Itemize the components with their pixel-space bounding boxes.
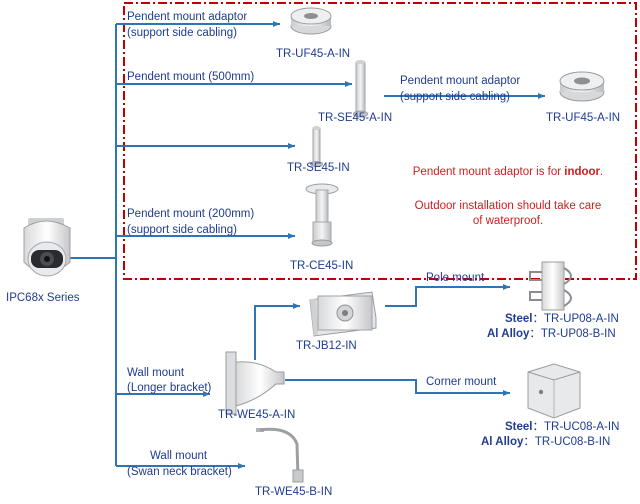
pendent-adaptor-right-icon [559,71,605,102]
pole-steel-row: Steel：TR-UP08-A-IN [505,313,619,326]
line-to-corner [285,379,510,396]
pendent-mount-500-icon [353,60,368,118]
corner-alloy-model: ：TR-UC08-B-IN [523,436,611,448]
connector-lines [70,21,545,469]
trunk-line [70,24,117,466]
indoor-note-end: . [600,166,604,178]
indoor-note-text: Pendent mount adaptor is for [412,166,565,178]
uf45-desc-line1: Pendent mount adaptor [127,11,248,23]
corner-alloy-label: Al Alloy [481,436,524,448]
adaptor2-model-label: TR-UF45-A-IN [546,112,621,124]
swan-neck-bracket-icon [256,427,304,483]
swan-desc-line1: Wall mount [150,450,208,462]
jb12-model-label: TR-JB12-IN [296,340,357,352]
ce45-desc-line1: Pendent mount (200mm) [127,208,255,220]
corner-alloy-row: Al Alloy：TR-UC08-B-IN [481,436,610,449]
wall-mount-desc-line2: (Longer bracket) [127,382,212,394]
line-to-pole [385,284,510,307]
pendent-adaptor-icon [290,7,332,35]
pole-steel-label: Steel [505,313,533,325]
line-to-jb12 [254,303,300,360]
pole-alloy-label: Al Alloy [487,328,530,340]
we45b-model-label: TR-WE45-B-IN [255,486,333,498]
pendent-mount-icon [310,126,323,167]
outdoor-note-line1: Outdoor installation should take care [414,200,602,212]
wall-bracket-icon [225,351,285,415]
se45a-desc: Pendent mount (500mm) [127,71,255,83]
pole-steel-model: ：TR-UP08-A-IN [532,313,619,325]
pole-alloy-row: Al Alloy：TR-UP08-B-IN [487,328,616,341]
pole-alloy-model: ：TR-UP08-B-IN [529,328,616,340]
outdoor-note-line2: of waterproof. [472,215,544,227]
corner-mount-icon [527,363,581,419]
ce45-model-label: TR-CE45-IN [290,260,354,272]
corner-steel-model: ：TR-UC08-A-IN [532,421,620,433]
camera-label: IPC68x Series [6,292,80,304]
ce45-desc-line2: (support side cabling) [127,224,237,236]
adaptor2-desc-line2: (support side cabling) [400,91,510,103]
pole-mount-icon [529,261,572,311]
se45a-model-label: TR-SE45-A-IN [318,112,393,124]
se45-model-label: TR-SE45-IN [287,162,350,174]
indoor-note: Pendent mount adaptor is for indoor. [384,165,632,180]
we45a-model-label: TR-WE45-A-IN [218,409,296,421]
indoor-group-border [123,2,637,280]
corner-steel-label: Steel [505,421,533,433]
junction-box-icon [309,291,377,337]
adaptor2-desc-line1: Pendent mount adaptor [400,75,521,87]
pendent-mount-200-icon [305,183,339,247]
corner-steel-row: Steel：TR-UC08-A-IN [505,421,619,434]
wall-mount-desc-line1: Wall mount [127,367,185,379]
pole-mount-title: Pole mount [426,272,485,284]
corner-mount-title: Corner mount [426,376,497,388]
indoor-note-bold: indoor [564,166,601,178]
uf45-desc-line2: (support side cabling) [127,27,237,39]
swan-desc-line2: (Swan neck bracket) [127,466,232,478]
camera-icon [23,218,71,277]
uf45-model-label: TR-UF45-A-IN [276,48,351,60]
